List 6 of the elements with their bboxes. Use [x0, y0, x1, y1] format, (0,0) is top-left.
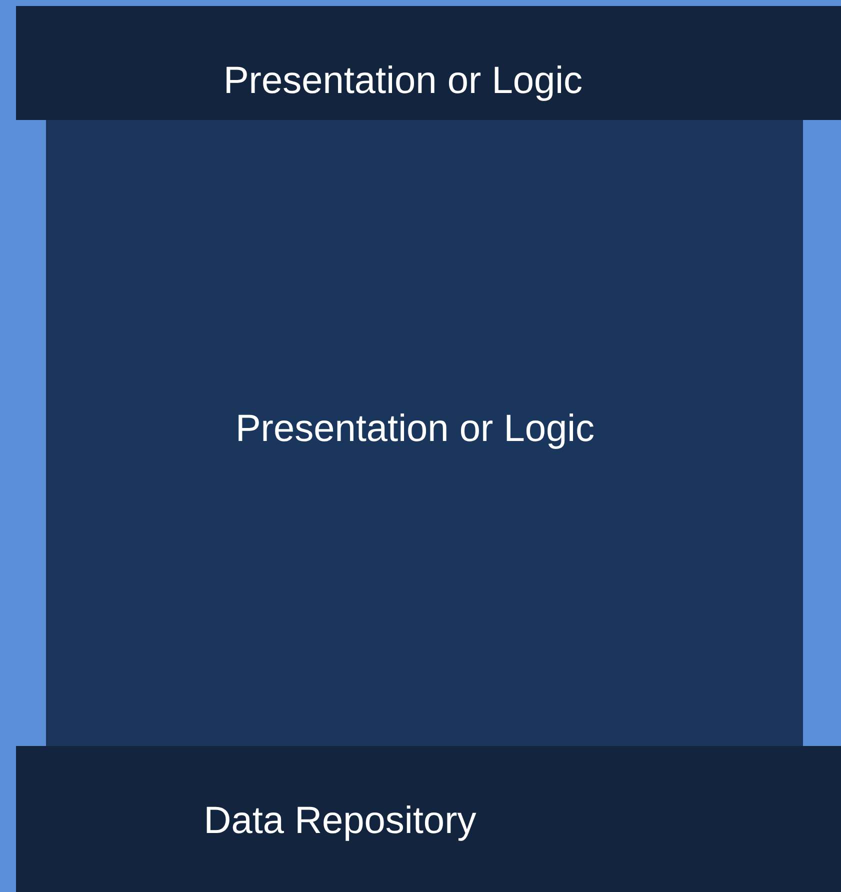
layer-label: Presentation or Logic — [235, 409, 595, 451]
layer-label: Presentation or Logic — [223, 61, 583, 103]
layer-band — [16, 746, 841, 892]
layer-band — [16, 6, 841, 120]
layer-label: Data Repository — [204, 801, 476, 843]
layer-panel — [46, 120, 803, 746]
